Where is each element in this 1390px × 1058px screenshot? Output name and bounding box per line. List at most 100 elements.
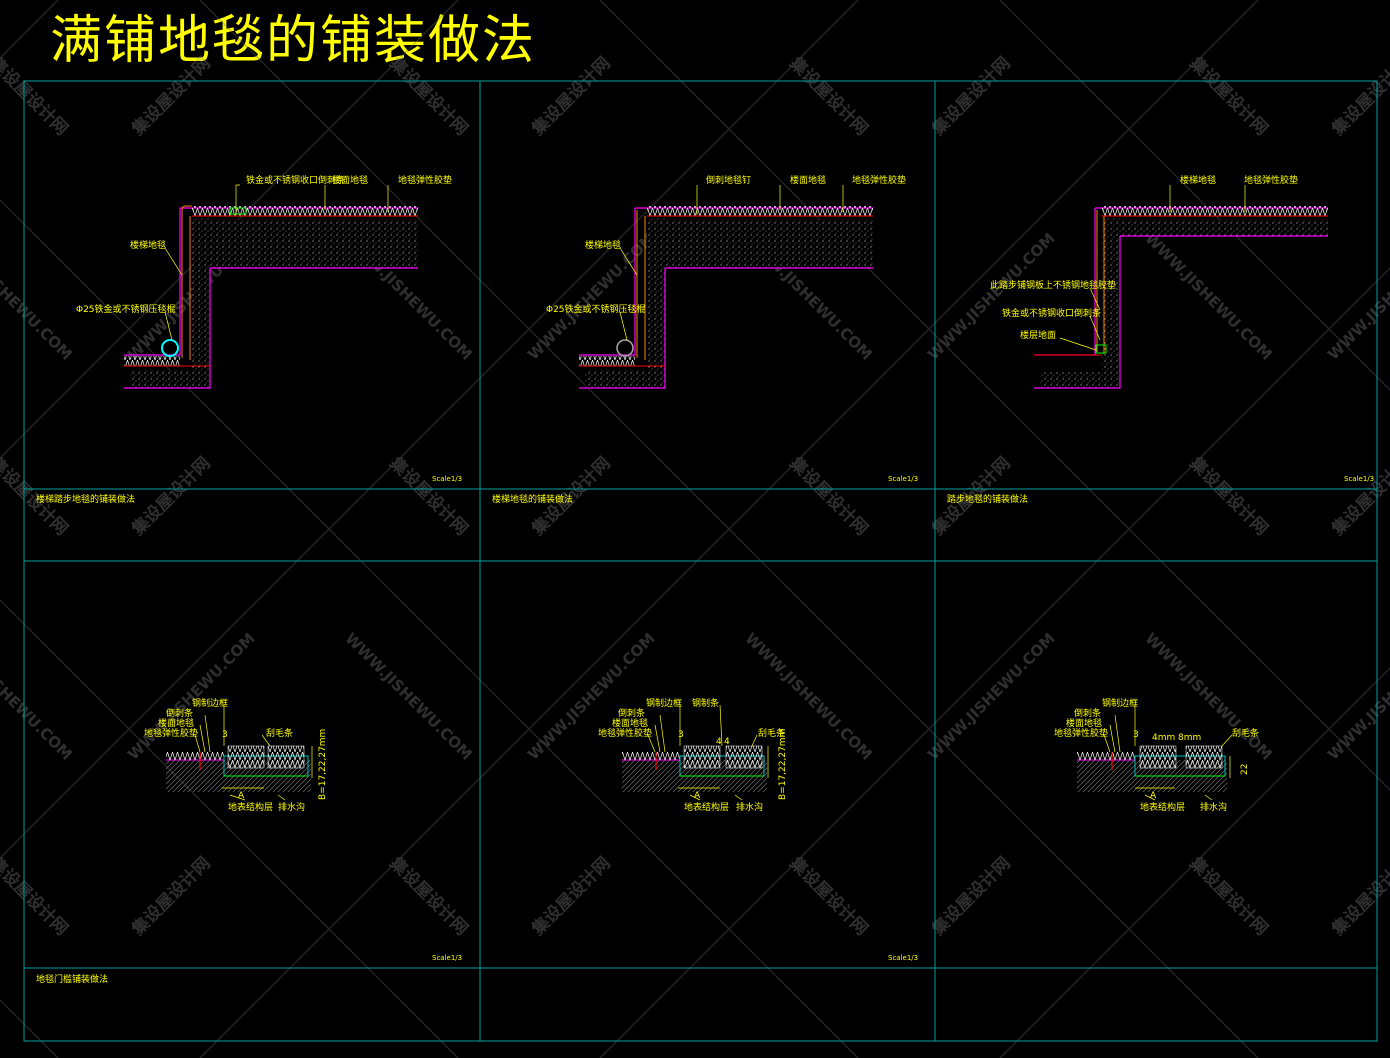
panel-2-detail: 倒刺地毯钉 楼面地毯 地毯弹性胶垫 楼梯地毯 Φ25铁金或不锈钢压毯棍 — [546, 174, 906, 389]
captions: 楼梯踏步地毯的铺装做法 楼梯地毯的铺装做法 踏步地毯的铺装做法 地毯门槛铺装做法… — [36, 475, 1374, 985]
p6-dim-4: 22 — [1240, 764, 1250, 775]
p5-label-5: 钢制条 — [692, 697, 719, 709]
watermark-line — [599, 266, 1390, 1058]
p2-label-3: 地毯弹性胶垫 — [852, 174, 906, 186]
watermark-site: WWW.JISHEWU.COM — [924, 629, 1058, 763]
p5-dim-2: 4 — [716, 737, 722, 747]
p1-label-3: 地毯弹性胶垫 — [398, 174, 452, 186]
p6-label-4: 地毯弹性胶垫 — [1054, 727, 1108, 739]
watermark-site: WWW.JISHEWU.COM — [1141, 629, 1275, 763]
watermark-name: 集设屋设计网 — [527, 53, 615, 141]
watermark-name: 集设屋设计网 — [1185, 852, 1273, 940]
panel-3-detail: 楼梯地毯 地毯弹性胶垫 此踏步铺钢板上不锈钢地毯胶垫 铁金或不锈钢收口倒刺条 楼… — [990, 174, 1328, 389]
watermark-line — [999, 0, 1390, 392]
watermark-site: WWW.JISHEWU.COM — [1141, 229, 1275, 363]
watermark-name: 集设屋设计网 — [785, 852, 873, 940]
p1-label-4: 楼梯地毯 — [130, 239, 166, 251]
watermark-name: 集设屋设计网 — [927, 853, 1015, 941]
p2-label-2: 楼面地毯 — [790, 174, 826, 186]
p4-dim-1: 3 — [222, 730, 228, 740]
watermark-name: 集设屋设计网 — [127, 853, 215, 941]
panel-2-caption: 楼梯地毯的铺装做法 — [492, 493, 573, 505]
p6-label-2: 倒刺条 — [1074, 707, 1101, 719]
p5-dim-4: A — [694, 791, 701, 801]
p3-label-3: 此踏步铺钢板上不锈钢地毯胶垫 — [990, 279, 1116, 291]
watermark-name: 集设屋设计网 — [1327, 453, 1390, 541]
p5-dim-3: 4 — [724, 737, 730, 747]
watermark-line — [0, 198, 859, 1058]
watermark-name: 集设屋设计网 — [927, 53, 1015, 141]
p3-label-5: 楼层地面 — [1020, 329, 1056, 341]
watermark-name: 集设屋设计网 — [385, 452, 473, 540]
watermark-name: 集设屋设计网 — [1185, 452, 1273, 540]
watermark-site: WWW.JISHEWU.COM — [524, 629, 658, 763]
panel-1-caption: 楼梯踏步地毯的铺装做法 — [36, 493, 135, 505]
watermark-name: 集设屋设计网 — [385, 52, 473, 140]
watermark-line — [0, 598, 459, 1058]
watermark-name: 集设屋设计网 — [785, 52, 873, 140]
p6-dim-5: A — [1150, 791, 1157, 801]
watermark-name: 集设屋设计网 — [1327, 853, 1390, 941]
p5-label-8: 排水沟 — [736, 801, 763, 813]
watermark-name: 集设屋设计网 — [1185, 52, 1273, 140]
panel-3-caption: 踏步地毯的铺装做法 — [947, 493, 1028, 505]
panel-1-scale: Scale1/3 — [432, 475, 462, 483]
panel-2-scale: Scale1/3 — [888, 475, 918, 483]
p4-label-2: 倒刺条 — [166, 707, 193, 719]
watermark-site: WWW.JISHEWU.COM — [741, 629, 875, 763]
p5-label-4: 地毯弹性胶垫 — [598, 727, 652, 739]
p2-label-4: 楼梯地毯 — [585, 239, 621, 251]
p6-dim-3: 8mm — [1178, 733, 1201, 743]
p5-label-1: 钢制边框 — [646, 697, 682, 709]
p5-label-3: 楼面地毯 — [612, 717, 648, 729]
p4-label-5: 刮毛条 — [266, 727, 293, 739]
p4-label-1: 钢制边框 — [192, 697, 228, 709]
panel-4-scale: Scale1/3 — [432, 954, 462, 962]
panel-1-detail: 铁金或不锈钢收口倒刺条 楼面地毯 地毯弹性胶垫 楼梯地毯 Φ25铁金或不锈钢压毯… — [76, 174, 452, 389]
p3-label-1: 楼梯地毯 — [1180, 174, 1216, 186]
p4-label-3: 楼面地毯 — [158, 717, 194, 729]
p2-label-1: 倒刺地毯钉 — [706, 174, 751, 186]
p6-label-3: 楼面地毯 — [1066, 717, 1102, 729]
watermark-name: 集设屋设计网 — [0, 852, 72, 940]
p5-dim-5: B=17,22,27mm — [778, 729, 788, 800]
p1-label-1: 铁金或不锈钢收口倒刺条 — [246, 174, 345, 186]
panel-5-detail: 钢制边框 倒刺条 楼面地毯 地毯弹性胶垫 钢制条 刮毛条 地表结构层 排水沟 3… — [598, 697, 788, 813]
p3-label-4: 铁金或不锈钢收口倒刺条 — [1002, 307, 1101, 319]
watermark-line — [199, 0, 1259, 1058]
watermark-site: WWW.JISHEWU.COM — [0, 229, 76, 363]
sheet-frame — [23, 80, 1378, 1042]
watermark-line — [0, 0, 859, 860]
p1-label-2: 楼面地毯 — [332, 174, 368, 186]
watermark-name: 集设屋设计网 — [127, 453, 215, 541]
p4-label-4: 地毯弹性胶垫 — [144, 727, 198, 739]
watermark-line — [0, 0, 459, 460]
p6-label-5: 刮毛条 — [1232, 727, 1259, 739]
p5-label-2: 倒刺条 — [618, 707, 645, 719]
panel-5-scale: Scale1/3 — [888, 954, 918, 962]
panel-6-detail: 钢制边框 倒刺条 楼面地毯 地毯弹性胶垫 刮毛条 地表结构层 排水沟 3 4mm… — [1054, 697, 1259, 813]
p6-label-7: 排水沟 — [1200, 801, 1227, 813]
p5-label-7: 地表结构层 — [684, 801, 729, 813]
p6-label-6: 地表结构层 — [1140, 801, 1185, 813]
watermark-name: 集设屋设计网 — [385, 852, 473, 940]
p6-dim-1: 3 — [1133, 730, 1139, 740]
p2-label-5: Φ25铁金或不锈钢压毯棍 — [546, 303, 646, 315]
watermark-site: WWW.JISHEWU.COM — [1324, 229, 1390, 363]
watermark-site: WWW.JISHEWU.COM — [0, 629, 76, 763]
watermark-name: 集设屋设计网 — [1327, 53, 1390, 141]
watermark-line — [599, 0, 1390, 792]
watermark-name: 集设屋设计网 — [785, 452, 873, 540]
page-title: 满铺地毯的铺装做法 — [50, 11, 537, 71]
watermark-site: WWW.JISHEWU.COM — [341, 629, 475, 763]
p3-label-2: 地毯弹性胶垫 — [1244, 174, 1298, 186]
panel-3-scale: Scale1/3 — [1344, 475, 1374, 483]
p4-dim-2: A — [238, 791, 245, 801]
watermark-line — [999, 666, 1390, 1058]
p6-dim-2: 4mm — [1152, 733, 1175, 743]
watermark-site: WWW.JISHEWU.COM — [124, 629, 258, 763]
watermark-name: 集设屋设计网 — [127, 53, 215, 141]
panel-4-detail: 钢制边框 倒刺条 楼面地毯 地毯弹性胶垫 刮毛条 地表结构层 排水沟 3 A B… — [144, 697, 328, 813]
